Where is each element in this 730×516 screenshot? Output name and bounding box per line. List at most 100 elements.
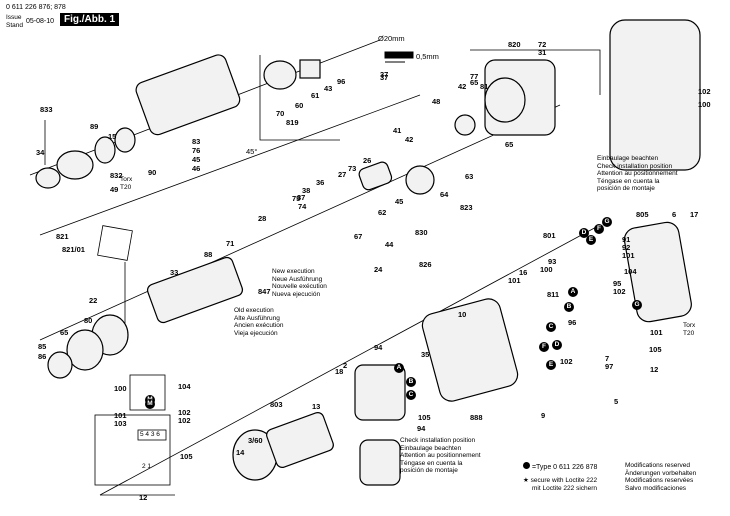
type-legend-text: =Type 0 611 226 878 [531, 464, 598, 471]
note-line: Neue Ausführung [272, 275, 323, 283]
part-number: 33 [170, 268, 179, 277]
note-line: Attention au positionnement [597, 170, 678, 178]
connector-circle-label: B [406, 377, 416, 387]
issue-label-text: Issue [6, 14, 22, 21]
note-line: Modifications reserved [625, 462, 691, 469]
old-execution-note: Old execution Alte Ausführung Ancien exé… [234, 307, 284, 337]
part-number: 105 [649, 345, 662, 354]
part-number: 101 [650, 328, 663, 337]
part-number: 100 [114, 384, 127, 393]
part-number: 102 [178, 408, 191, 417]
part-number: 62 [378, 208, 387, 217]
part-number: 16 [519, 268, 528, 277]
part-number: 2 [343, 361, 348, 370]
note-line: Salvo modificaciones [625, 484, 687, 492]
part-number: 14 [236, 448, 245, 457]
part-number: 10 [458, 310, 467, 319]
part-number: 12 [139, 493, 148, 502]
part-number: 77 [470, 72, 479, 81]
part-number: 37 [380, 73, 389, 82]
part-number: 70 [276, 109, 285, 118]
part-number: 803 [270, 400, 283, 409]
note-line: Old execution [234, 307, 274, 314]
part-number: 93 [548, 257, 557, 266]
part-number: 105 [180, 452, 193, 461]
part-number: 94 [417, 424, 426, 433]
note-line: Einbaulage beachten [400, 444, 462, 452]
part-number: 100 [540, 265, 553, 274]
part-number: 44 [385, 240, 394, 249]
part-number: 26 [363, 156, 372, 165]
part-number: 6 [672, 210, 677, 219]
part-number: 91 [622, 235, 631, 244]
part-number: 105 [418, 413, 431, 422]
part-number: 49 [110, 185, 119, 194]
part-number: 97 [605, 362, 614, 371]
note-line: T20 [120, 183, 132, 191]
loctite-legend: ★ secure with Loctite 222 mit Loctite 22… [523, 477, 597, 492]
part-number: 75 [292, 194, 301, 203]
part-number: 35 [421, 350, 430, 359]
install-position-note-top: Einbaulage beachten Check installation p… [597, 155, 678, 193]
part-number: 7 [605, 354, 610, 363]
part-number: 71 [226, 239, 235, 248]
issue-label: Issue Stand [6, 14, 23, 30]
connector-circle-label: G [632, 300, 642, 310]
connector-circle-label: E [546, 360, 556, 370]
part-number: 826 [419, 260, 432, 269]
part-number: 101 [622, 251, 635, 260]
part-number: 104 [178, 382, 191, 391]
note-line: Alte Ausführung [234, 314, 280, 322]
part-number: 18 [335, 367, 344, 376]
loctite-line: secure with Loctite 222 [530, 477, 598, 484]
dimension-part-number: 37 [380, 70, 389, 79]
part-number: 85 [38, 342, 47, 351]
part-number: 801 [543, 231, 556, 240]
type-legend: =Type 0 611 226 878 [523, 462, 597, 471]
note-line: Ancien exécution [234, 322, 284, 330]
part-number: 89 [90, 122, 99, 131]
angle-label: 45° [246, 147, 258, 156]
part-number: 63 [465, 172, 474, 181]
part-number: 94 [374, 343, 383, 352]
star-icon: ★ [523, 477, 531, 484]
part-number: 37 [297, 193, 306, 202]
note-line: Änderungen vorbehalten [625, 469, 697, 477]
connector-circle-label: E [586, 235, 596, 245]
note-line: Einbaulage beachten [597, 155, 659, 162]
torx-right-label: Torx T20 [683, 322, 695, 337]
part-number: 100 [698, 100, 711, 109]
part-number: 80 [84, 316, 93, 325]
note-line: Téngase en cuenta la [400, 459, 463, 467]
part-number: 92 [622, 243, 631, 252]
note-line: Nouvelle exécution [272, 283, 327, 291]
part-number: 847 [258, 287, 271, 296]
note-line: Check installation position [400, 437, 476, 444]
connector-circle-label: D [552, 340, 562, 350]
part-number: 88 [204, 250, 213, 259]
note-line: posición de montaje [400, 467, 458, 475]
part-number: 805 [636, 210, 649, 219]
note-line: Torx [683, 322, 696, 329]
part-number: 43 [324, 84, 333, 93]
figure-label: Fig./Abb. 1 [60, 13, 120, 26]
part-number: 96 [337, 77, 346, 86]
part-number: 819 [286, 118, 299, 127]
new-execution-note: New execution Neue Ausführung Nouvelle e… [272, 268, 327, 298]
note-line: Attention au positionnement [400, 452, 481, 460]
connector-circle-label: C [406, 390, 416, 400]
note-line: Nueva ejecución [272, 290, 321, 298]
part-number: 821/01 [62, 245, 85, 254]
part-number: 27 [338, 170, 347, 179]
stand-label-text: Stand [6, 22, 23, 29]
connector-circle-label: G [602, 217, 612, 227]
connector-circle-label: A [394, 363, 404, 373]
part-number: 36 [316, 178, 325, 187]
part-number: 3/60 [248, 436, 263, 445]
switch-terminal-row: 5 4 3 6 [140, 431, 160, 438]
part-number: 45 [395, 197, 404, 206]
install-position-note-bottom: Check installation position Einbaulage b… [400, 437, 481, 475]
part-number: 46 [192, 164, 201, 173]
part-number: 61 [311, 91, 320, 100]
part-number: 104 [624, 267, 637, 276]
